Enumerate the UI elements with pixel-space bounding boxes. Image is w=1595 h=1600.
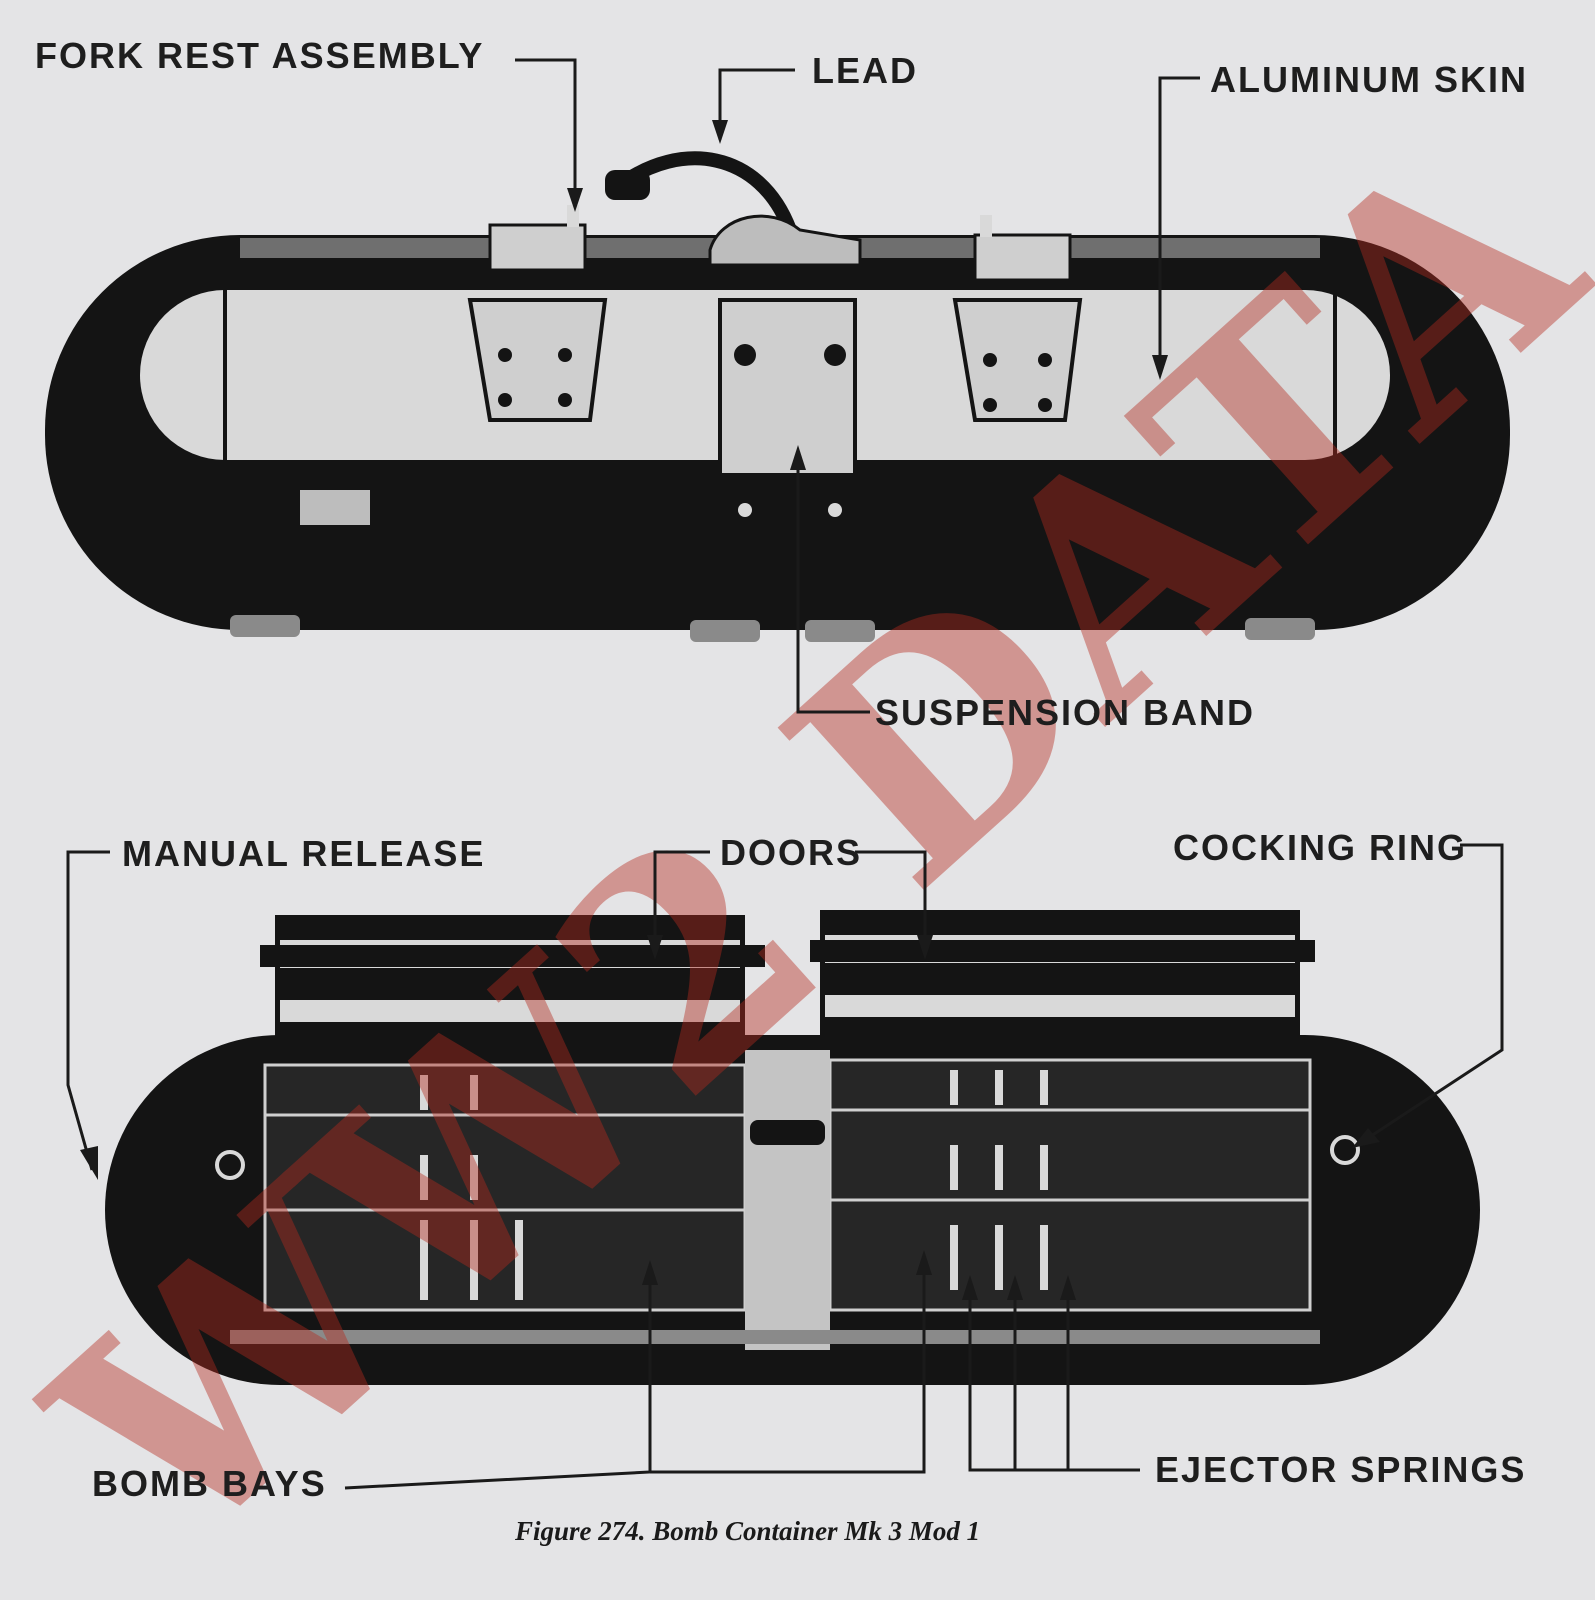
label-aluminum-skin: ALUMINUM SKIN (1210, 59, 1528, 100)
fork-rest-pin (980, 215, 992, 237)
door-left-flange (260, 945, 765, 967)
label-suspension-band: SUSPENSION BAND (875, 692, 1255, 733)
band-rivet (738, 503, 752, 517)
ejector-springs-left (420, 1075, 523, 1300)
plate-rivet (498, 393, 512, 407)
door-right-flange (810, 940, 1315, 962)
leader-lines (66, 58, 1504, 1490)
bomb-bay-right (828, 1058, 1312, 1312)
label-doors: DOORS (720, 832, 862, 873)
bottom-lug (805, 620, 875, 642)
fork-rest-block-right (973, 233, 1072, 282)
fork-rest-block-left (488, 223, 587, 272)
label-fork-rest-assembly: FORK REST ASSEMBLY (35, 35, 484, 76)
lead-housing (708, 214, 862, 267)
cocking-ring (1330, 1135, 1360, 1165)
plate-rivet (983, 353, 997, 367)
plate-rivet (558, 393, 572, 407)
bottom-rail (230, 1330, 1320, 1344)
label-lead: LEAD (812, 50, 918, 91)
fork-rest-plate-left (467, 298, 608, 422)
fork-rest-pin (567, 205, 579, 227)
door-left-stripe (280, 1000, 740, 1022)
container-open (105, 910, 1480, 1385)
door-left (275, 915, 745, 1055)
ejector-springs-right (950, 1070, 1048, 1290)
door-right (820, 910, 1300, 1055)
door-right-stripe (825, 995, 1295, 1017)
label-manual-release: MANUAL RELEASE (122, 833, 485, 874)
bomb-bay-left (263, 1063, 747, 1312)
plate-rivet (558, 348, 572, 362)
manual-release-ring (215, 1150, 245, 1180)
center-latch (750, 1120, 825, 1145)
plate-rivet (498, 348, 512, 362)
suspension-band-plate (718, 298, 857, 477)
label-ejector-springs: EJECTOR SPRINGS (1155, 1449, 1526, 1490)
plate-rivet (983, 398, 997, 412)
bottom-lug (1245, 618, 1315, 640)
container-closed (45, 151, 1510, 642)
band-rivet (828, 503, 842, 517)
bottom-lug (690, 620, 760, 642)
band-rivet (824, 344, 846, 366)
fork-rest-plate-right (952, 298, 1083, 422)
label-bomb-bays: BOMB BAYS (92, 1463, 327, 1504)
bottom-lug (230, 615, 300, 637)
lead-plug (605, 170, 650, 200)
figure-caption: Figure 274. Bomb Container Mk 3 Mod 1 (514, 1516, 980, 1546)
label-cocking-ring: COCKING RING (1173, 827, 1467, 868)
band-rivet (734, 344, 756, 366)
center-band (745, 1050, 830, 1350)
side-window (300, 490, 370, 525)
plate-rivet (1038, 398, 1052, 412)
plate-rivet (1038, 353, 1052, 367)
